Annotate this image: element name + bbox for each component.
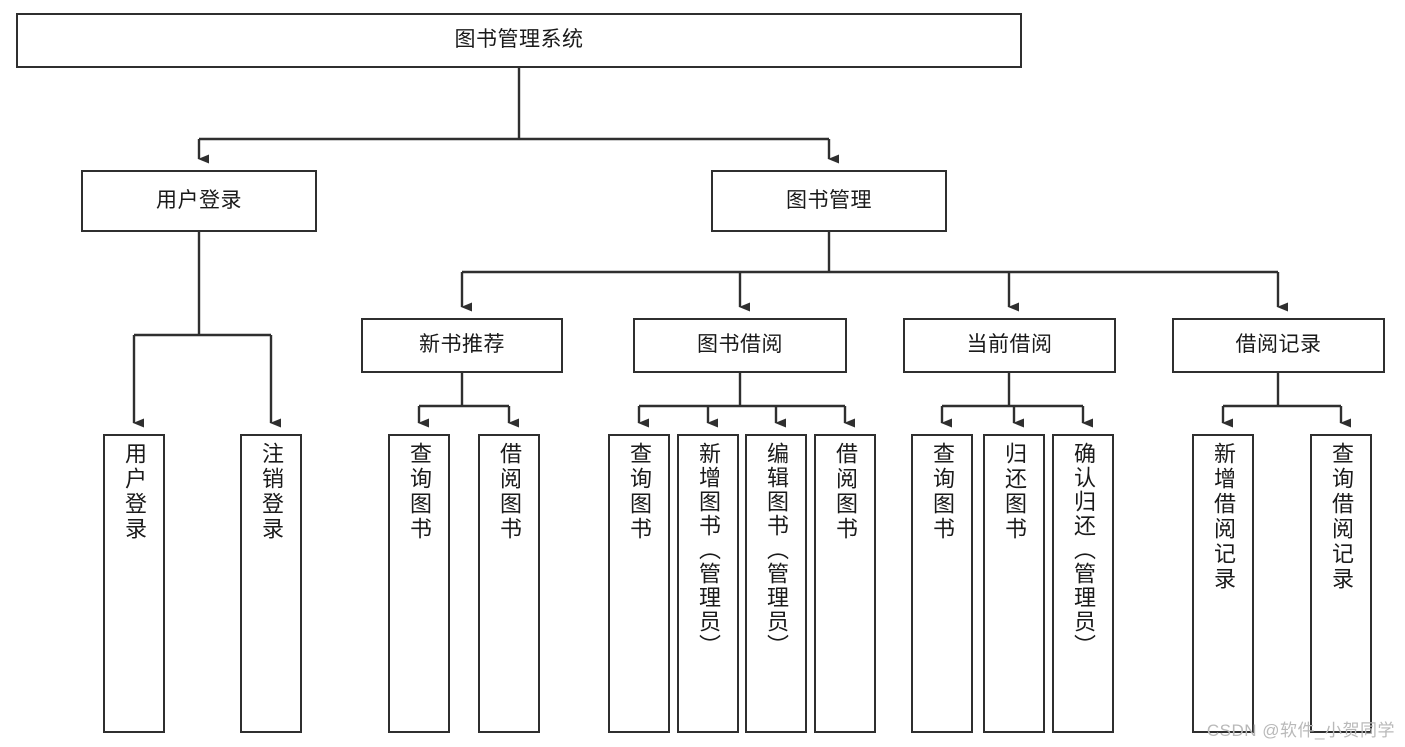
node-book-manage[interactable]: 图书管理 xyxy=(711,170,947,232)
node-book-manage-label: 图书管理 xyxy=(786,188,872,212)
node-leaf-edit-book-label: 编辑图书（管理员） xyxy=(764,442,789,658)
node-leaf-add-book-label: 新增图书（管理员） xyxy=(696,442,721,658)
node-leaf-add-book[interactable]: 新增图书（管理员） xyxy=(677,434,739,733)
node-leaf-query-book-borrow[interactable]: 查询图书 xyxy=(608,434,670,733)
node-leaf-borrow-book-rec-label: 借阅图书 xyxy=(497,442,522,542)
node-user-login[interactable]: 用户登录 xyxy=(81,170,317,232)
node-current-borrow-label: 当前借阅 xyxy=(966,333,1053,357)
node-leaf-borrow-book-rec[interactable]: 借阅图书 xyxy=(478,434,540,733)
node-leaf-add-record-label: 新增借阅记录 xyxy=(1211,442,1236,592)
node-borrow-record[interactable]: 借阅记录 xyxy=(1172,318,1385,373)
node-root[interactable]: 图书管理系统 xyxy=(16,13,1022,68)
node-leaf-borrow-book[interactable]: 借阅图书 xyxy=(814,434,876,733)
node-book-borrow-label: 图书借阅 xyxy=(697,333,783,357)
node-leaf-edit-book[interactable]: 编辑图书（管理员） xyxy=(745,434,807,733)
node-leaf-query-book-borrow-label: 查询图书 xyxy=(627,442,652,542)
node-leaf-add-record[interactable]: 新增借阅记录 xyxy=(1192,434,1254,733)
node-leaf-confirm-return-label: 确认归还（管理员） xyxy=(1071,442,1096,658)
node-user-login-label: 用户登录 xyxy=(156,188,242,212)
node-leaf-user-login[interactable]: 用户登录 xyxy=(103,434,165,733)
node-leaf-query-book-rec[interactable]: 查询图书 xyxy=(388,434,450,733)
node-leaf-query-book-current-label: 查询图书 xyxy=(930,442,955,542)
node-leaf-query-book-rec-label: 查询图书 xyxy=(407,442,432,542)
node-borrow-record-label: 借阅记录 xyxy=(1235,333,1322,357)
node-new-book-recommend[interactable]: 新书推荐 xyxy=(361,318,563,373)
node-leaf-borrow-book-label: 借阅图书 xyxy=(833,442,858,542)
node-leaf-user-logout[interactable]: 注销登录 xyxy=(240,434,302,733)
node-leaf-return-book-label: 归还图书 xyxy=(1002,442,1027,542)
node-new-book-recommend-label: 新书推荐 xyxy=(419,333,505,357)
node-leaf-query-record[interactable]: 查询借阅记录 xyxy=(1310,434,1372,733)
node-leaf-confirm-return[interactable]: 确认归还（管理员） xyxy=(1052,434,1114,733)
node-leaf-query-book-current[interactable]: 查询图书 xyxy=(911,434,973,733)
node-root-label: 图书管理系统 xyxy=(454,28,584,52)
node-current-borrow[interactable]: 当前借阅 xyxy=(903,318,1116,373)
node-leaf-user-logout-label: 注销登录 xyxy=(259,442,284,542)
node-leaf-user-login-label: 用户登录 xyxy=(122,442,147,542)
node-leaf-return-book[interactable]: 归还图书 xyxy=(983,434,1045,733)
node-book-borrow[interactable]: 图书借阅 xyxy=(633,318,847,373)
node-leaf-query-record-label: 查询借阅记录 xyxy=(1329,442,1354,592)
